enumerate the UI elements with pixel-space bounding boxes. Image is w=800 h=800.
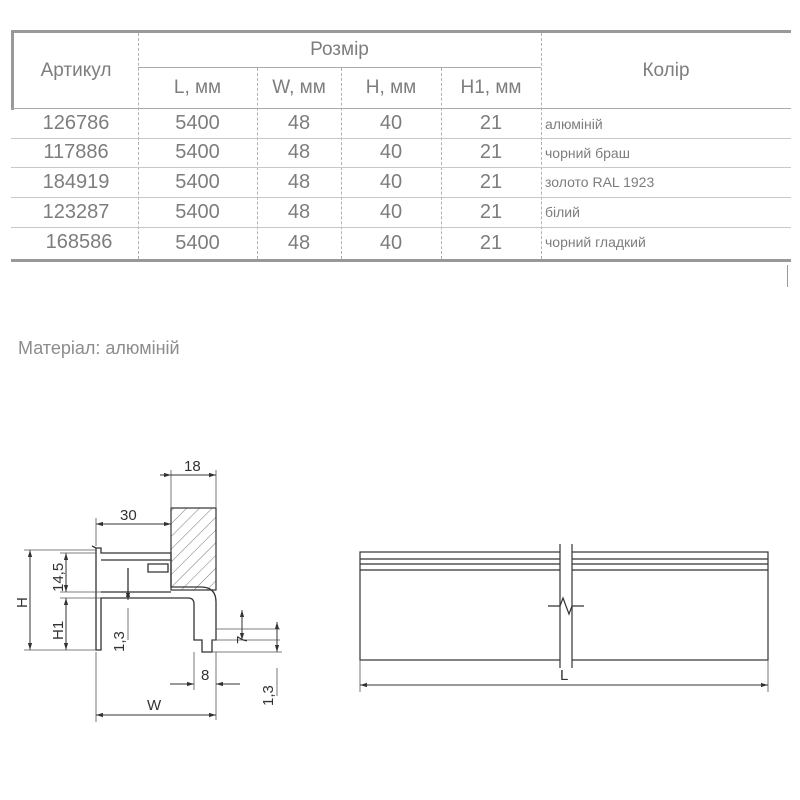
cell-width: 48: [287, 170, 311, 193]
dimension-label: 30: [120, 507, 137, 524]
table-top-border: [11, 30, 791, 33]
dimension-label: 1,3: [111, 631, 128, 652]
cell-article: 184919: [42, 170, 110, 193]
dimension-7: 7: [212, 610, 280, 644]
cell-length: 5400: [175, 141, 220, 163]
cell-article: 126786: [42, 112, 110, 134]
size-header-divider: [138, 67, 541, 68]
row-divider: [11, 227, 791, 228]
cell-height1: 21: [479, 141, 503, 163]
dimension-label: 7: [234, 636, 251, 644]
dimension-label: 18: [184, 458, 201, 475]
cell-color: золото RAL 1923: [545, 174, 655, 190]
dimension-H: H: [14, 549, 96, 651]
cell-width: 48: [287, 231, 311, 254]
cell-length: 5400: [175, 170, 220, 193]
row-divider: [11, 167, 791, 168]
dimension-L: L: [359, 660, 769, 692]
dimension-label: W: [147, 697, 162, 714]
header-color: Колір: [642, 59, 690, 81]
table-bottom-border: [11, 259, 791, 262]
cell-length: 5400: [175, 200, 220, 223]
cell-height: 40: [379, 112, 403, 134]
cell-color: білий: [545, 204, 580, 220]
cell-article: 168586: [45, 230, 113, 253]
cell-height1: 21: [479, 200, 503, 223]
cell-width: 48: [287, 112, 311, 134]
row-divider: [11, 197, 791, 198]
cell-height: 40: [379, 231, 403, 254]
cell-color: чорний гладкий: [545, 234, 646, 250]
dimension-H1: H1: [50, 597, 101, 650]
dimension-label: 1,3: [260, 685, 277, 706]
spec-table: Артикул Розмір Колір L, мм W, мм H, мм H…: [11, 30, 791, 262]
column-divider: [138, 33, 139, 259]
cell-width: 48: [287, 141, 311, 163]
cell-article: 117886: [43, 141, 109, 163]
dimension-18: 18: [160, 458, 216, 478]
dimension-W: W: [95, 652, 216, 722]
dimension-label: 14,5: [50, 563, 67, 592]
table-right-tick: [787, 265, 788, 287]
row-divider: [11, 138, 791, 139]
dimension-label: 8: [201, 667, 209, 684]
column-divider: [257, 68, 258, 259]
column-divider: [541, 33, 542, 259]
cell-height1: 21: [479, 170, 503, 193]
table-left-border: [11, 30, 14, 110]
wall-section: [170, 470, 217, 591]
profile-side-view: [359, 544, 769, 668]
header-length: L, мм: [173, 77, 222, 98]
dimension-30: 30: [95, 507, 171, 546]
cell-height: 40: [379, 170, 403, 193]
dimension-label: H1: [50, 621, 67, 640]
cell-article: 123287: [42, 200, 110, 223]
technical-drawing: 18 30 H H1 14,5 1,3 7: [14, 458, 769, 722]
cell-length: 5400: [175, 231, 220, 254]
cell-height1: 21: [479, 231, 503, 254]
cell-width: 48: [287, 200, 311, 223]
header-size: Розмір: [310, 39, 369, 60]
dimension-label: L: [560, 667, 568, 684]
dimension-14-5: 14,5: [50, 552, 101, 593]
dimension-1-3-outer: 1,3: [212, 622, 282, 706]
cell-height1: 21: [479, 112, 503, 134]
dimension-label: H: [14, 597, 31, 608]
dimension-1-3-inner: 1,3: [111, 590, 131, 652]
header-height: H, мм: [365, 77, 417, 98]
header-height1: H1, мм: [460, 77, 522, 98]
header-article: Артикул: [40, 59, 112, 81]
column-divider: [441, 68, 442, 259]
cell-color: чорний браш: [545, 144, 630, 161]
header-divider: [11, 108, 791, 109]
cell-height: 40: [379, 141, 403, 163]
cell-length: 5400: [175, 112, 220, 134]
material-label: Матеріал: алюміній: [18, 338, 180, 358]
cell-height: 40: [379, 200, 403, 223]
header-width: W, мм: [272, 77, 326, 98]
dimension-8: 8: [170, 652, 240, 720]
cell-color: алюміній: [545, 115, 603, 132]
column-divider: [341, 68, 342, 259]
